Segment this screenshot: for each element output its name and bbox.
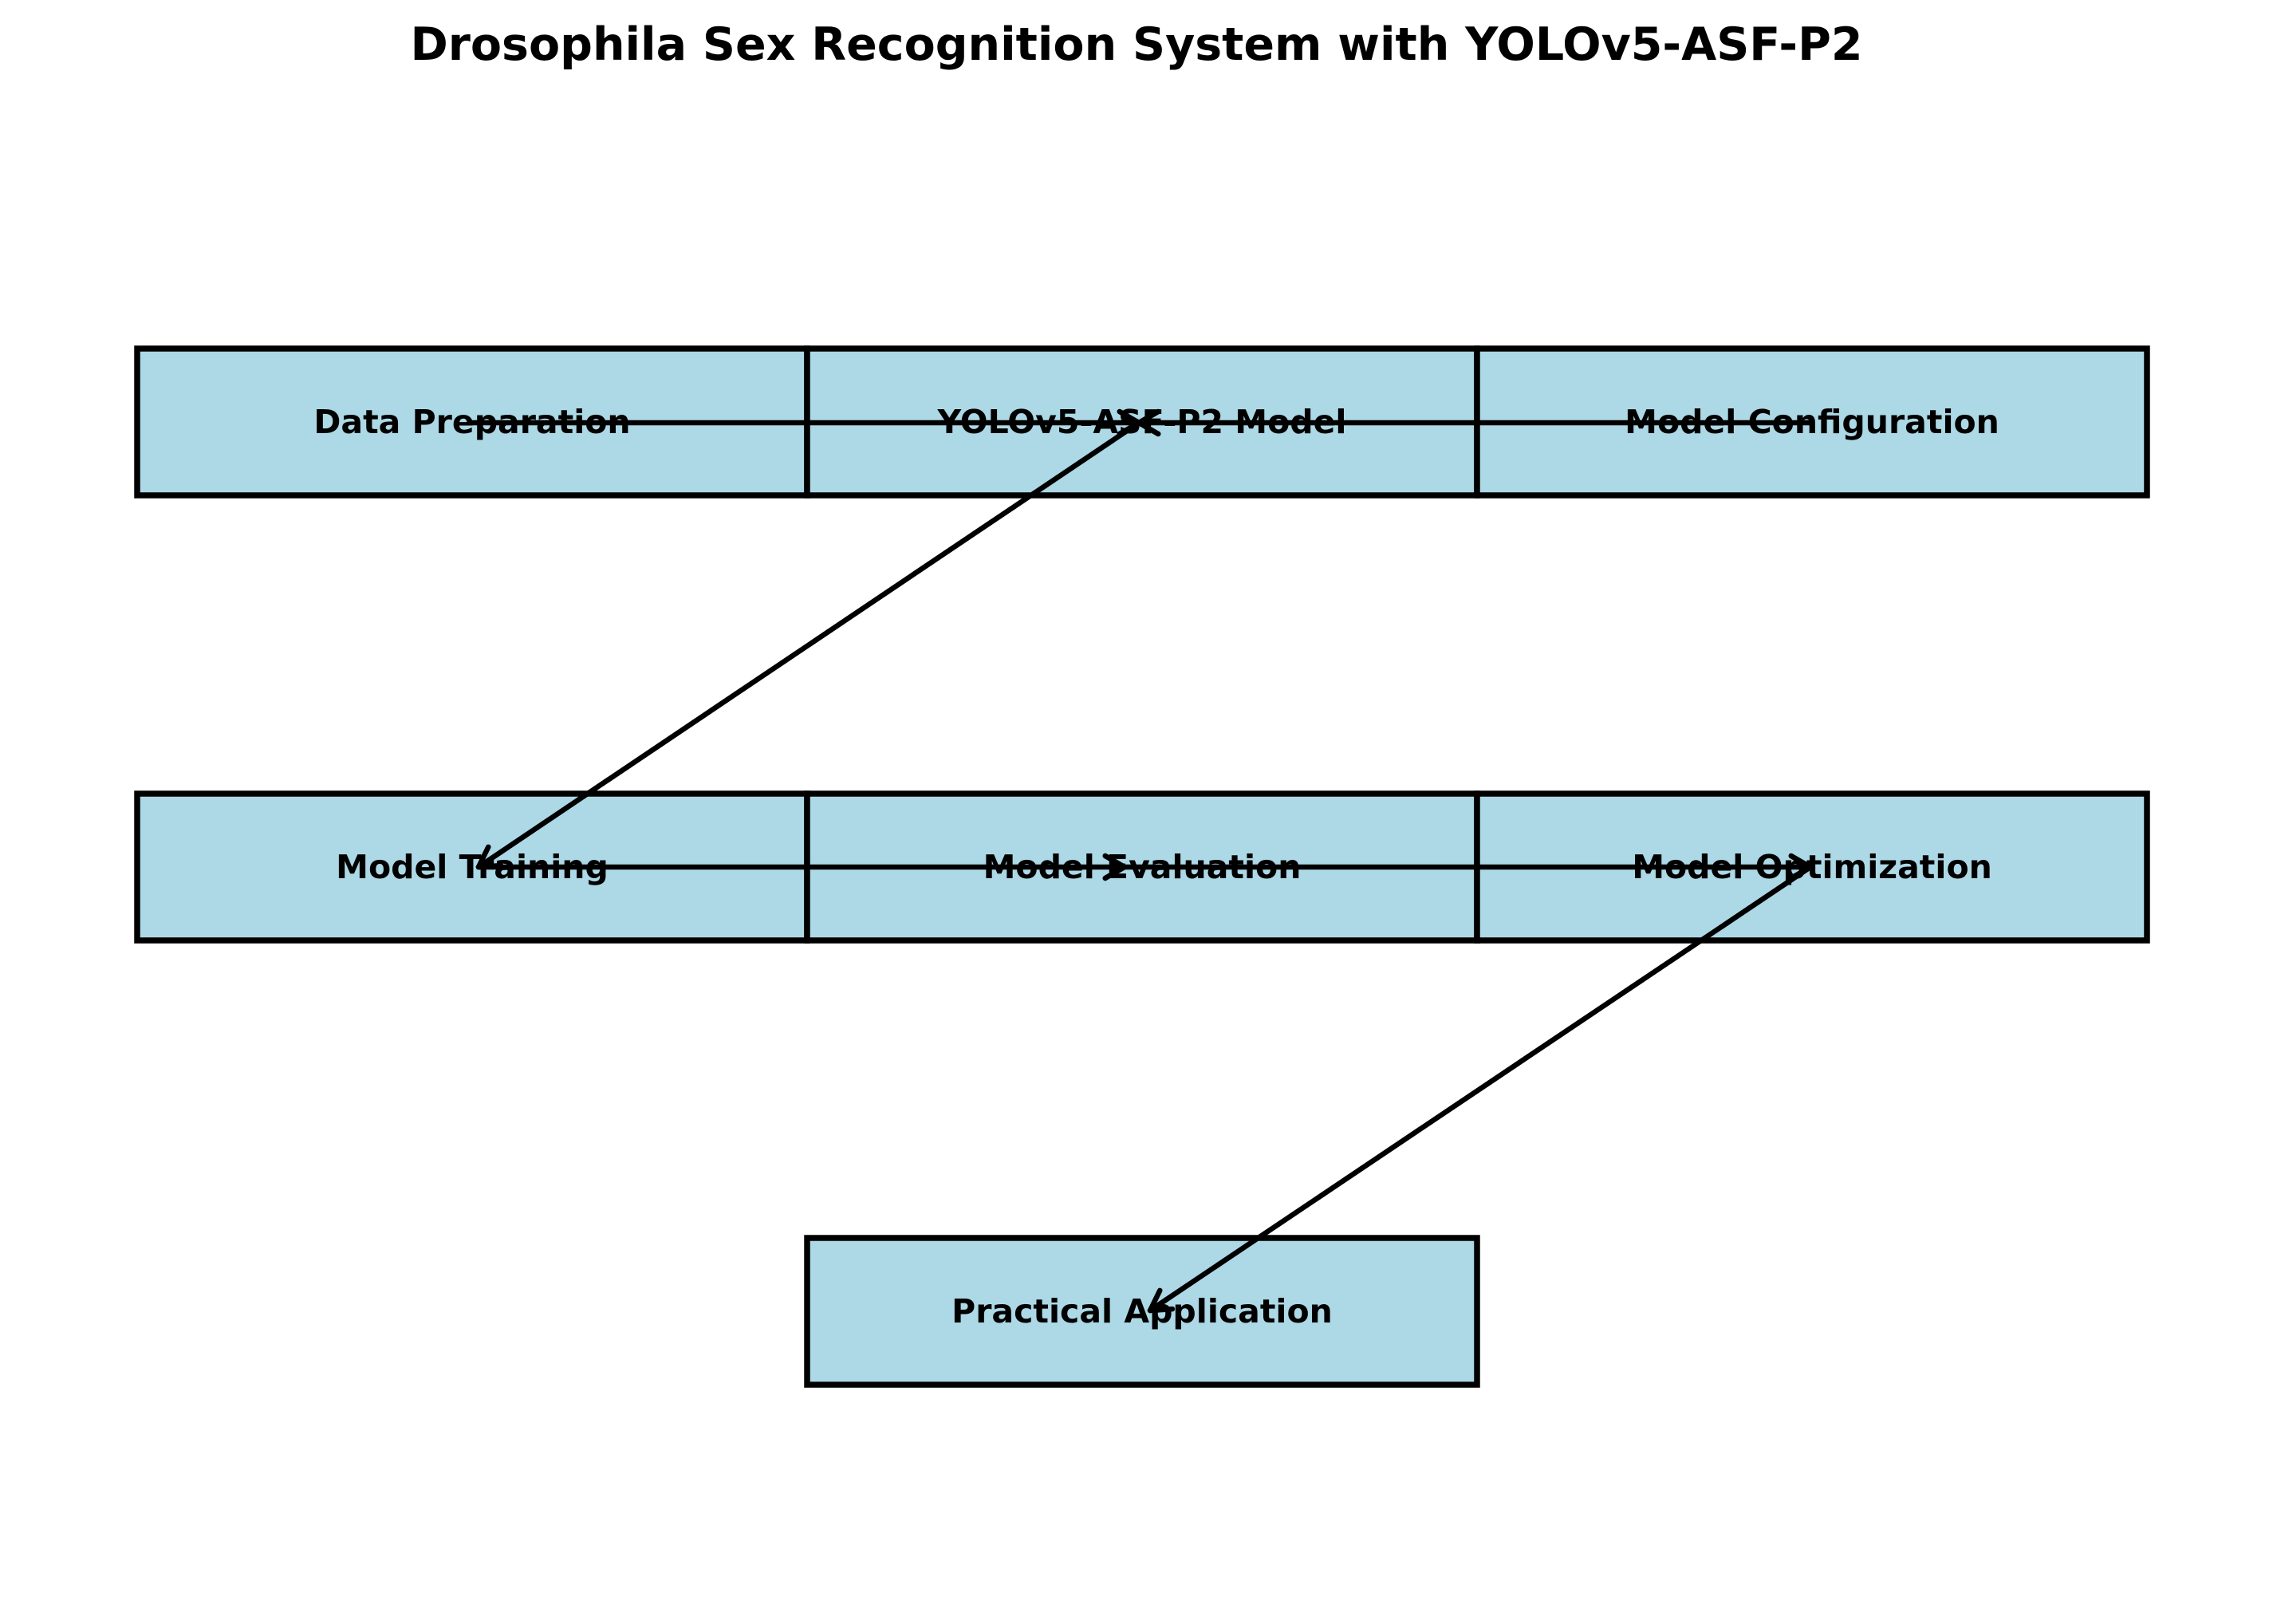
edges-layer	[470, 408, 1814, 1314]
edge-model-optimization-to-practical-application	[1147, 864, 1814, 1314]
node-box-practical-application	[804, 1235, 1480, 1388]
diagram-title: Drosophila Sex Recognition System with Y…	[410, 18, 1862, 71]
node-practical-application: Practical Application	[804, 1235, 1480, 1388]
node-label-practical-application: Practical Application	[951, 1292, 1333, 1330]
arrowhead-icon	[1147, 1287, 1176, 1314]
edge-line	[1147, 864, 1814, 1314]
edge-line	[475, 420, 1142, 870]
